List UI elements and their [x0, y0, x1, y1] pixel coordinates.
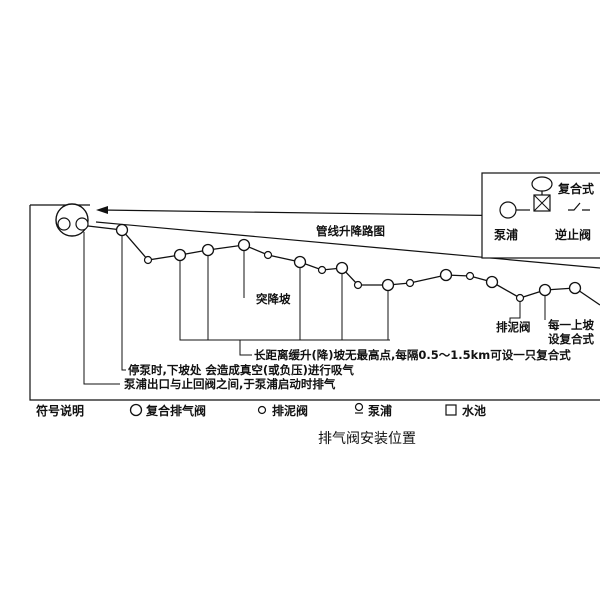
- compound-valve-marker: [335, 261, 349, 275]
- slope-line: [95, 221, 600, 269]
- mud-valve-marker: [317, 265, 327, 275]
- pump-symbol: [55, 203, 89, 237]
- legend-pump-icon: [354, 402, 364, 414]
- profile-label: 管线升降路图: [316, 224, 385, 238]
- leader-lines: [83, 232, 546, 385]
- long-distance-label: 长距离缓升(降)坡无最高点,每隔0.5～1.5km可设一只复合式: [254, 348, 571, 362]
- legend-pool-label: 水池: [462, 404, 487, 418]
- mud-valve-marker: [143, 255, 153, 265]
- compound-valve-marker: [115, 223, 129, 237]
- mud-valve-marker: [263, 250, 273, 260]
- compound-valve-marker: [485, 275, 499, 289]
- legend-compound-valve-icon: [129, 403, 143, 417]
- caption: 排气阀安装位置: [318, 431, 416, 447]
- compound-valve-marker: [237, 238, 251, 252]
- inset-compound-label: 复合式: [558, 182, 595, 196]
- compound-valve-marker: [173, 248, 187, 262]
- pump-outlet-label: 泵浦出口与止回阀之间,于泵浦启动时排气: [124, 377, 336, 391]
- compound-valve-marker: [381, 278, 395, 292]
- legend-title: 符号说明: [36, 404, 85, 418]
- pump-stop-label: 停泵时,下坡处 会造成真空(或负压)进行吸气: [128, 363, 354, 377]
- sudden-drop-label: 突降坡: [256, 292, 291, 306]
- arrow-head: [96, 206, 108, 214]
- compound-valve-marker: [439, 268, 453, 282]
- inset-compound-valve-icon: [531, 176, 553, 212]
- legend-pump-label: 泵浦: [368, 404, 393, 418]
- mud-valve-marker: [465, 271, 475, 281]
- compound-valve-marker: [201, 243, 215, 257]
- inset-pump-icon: [499, 201, 530, 219]
- legend-compound-valve-label: 复合排气阀: [146, 404, 207, 418]
- legend-pool-icon: [445, 404, 457, 416]
- every-up-label-1: 每一上坡: [548, 318, 594, 332]
- mud-valve-marker: [515, 293, 525, 303]
- mud-valve-marker: [405, 278, 415, 288]
- compound-valve-marker: [293, 255, 307, 269]
- inset-check-valve-icon: [568, 202, 590, 211]
- inset-pump-label: 泵浦: [494, 228, 519, 242]
- every-up-label-2: 设复合式: [548, 332, 594, 346]
- legend-mud-valve-icon: [257, 405, 267, 415]
- inset-check-label: 逆止阀: [555, 228, 592, 242]
- mud-valve-marker: [353, 280, 363, 290]
- frame-lines: [29, 204, 600, 401]
- legend-mud-valve-label: 排泥阀: [272, 404, 309, 418]
- compound-valve-marker: [538, 283, 552, 297]
- mud-valve-label: 排泥阀: [496, 320, 531, 334]
- compound-valve-marker: [568, 281, 582, 295]
